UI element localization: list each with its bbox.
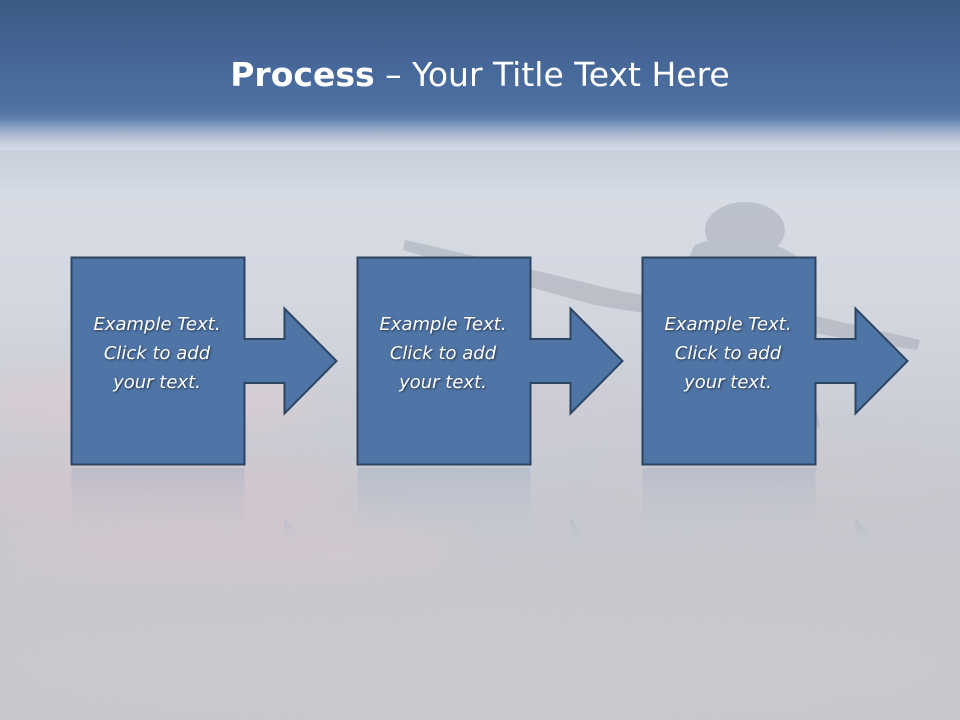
step-arrow-shape <box>70 256 338 466</box>
step-text-line: Click to add <box>674 343 782 364</box>
step-text-line: Click to add <box>389 343 497 364</box>
step-text[interactable]: Example Text. Click to add your text. <box>72 310 242 397</box>
step-text[interactable]: Example Text. Click to add your text. <box>358 310 528 397</box>
step-text-line: Click to add <box>103 343 211 364</box>
slide-title: Process – Your Title Text Here <box>0 52 960 98</box>
mist <box>0 600 960 720</box>
process-step-2[interactable]: Example Text. Click to add your text. <box>356 256 626 466</box>
step-reflection <box>71 468 298 548</box>
header-glow <box>0 110 960 150</box>
step-arrow-shape <box>356 256 624 466</box>
step-reflection <box>357 468 584 548</box>
step-text-line: your text. <box>399 372 487 393</box>
step-text-line: Example Text. <box>664 314 792 335</box>
process-step-1[interactable]: Example Text. Click to add your text. <box>70 256 340 466</box>
step-text-line: Example Text. <box>93 314 221 335</box>
title-rest: – Your Title Text Here <box>374 55 730 94</box>
step-text-line: Example Text. <box>379 314 507 335</box>
step-reflection <box>642 468 869 548</box>
step-text[interactable]: Example Text. Click to add your text. <box>643 310 813 397</box>
step-text-line: your text. <box>113 372 201 393</box>
title-bold: Process <box>230 55 375 94</box>
step-arrow-shape <box>641 256 909 466</box>
process-step-3[interactable]: Example Text. Click to add your text. <box>641 256 911 466</box>
step-text-line: your text. <box>684 372 772 393</box>
